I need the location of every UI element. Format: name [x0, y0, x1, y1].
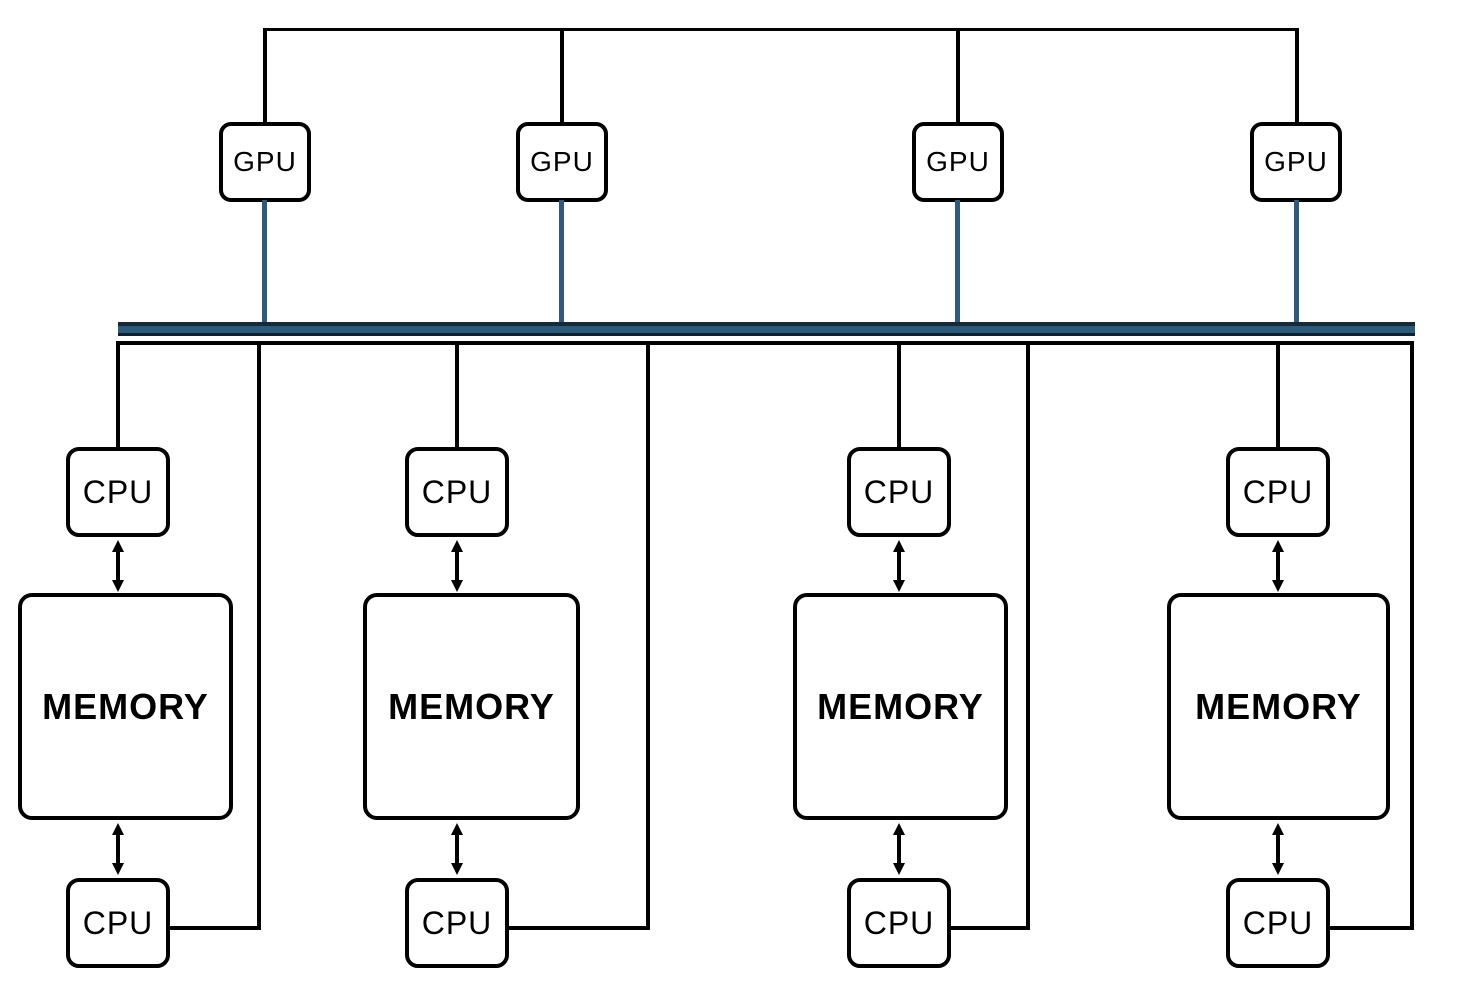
gpu-drop-line	[956, 28, 960, 123]
memory-box: MEMORY	[363, 593, 580, 820]
arrow-shaft	[897, 550, 901, 582]
arrow-head-up	[451, 823, 463, 835]
bottom-cpu-connector-line	[506, 926, 650, 930]
cpu-drop-line	[455, 341, 459, 449]
arrow-head-up	[893, 823, 905, 835]
arrow-head-up	[112, 823, 124, 835]
arrow-head-down	[451, 863, 463, 875]
bottom-cpu-connector-line	[167, 926, 261, 930]
bottom-cpu-connector-line	[948, 926, 1030, 930]
bidirectional-arrow-icon	[1270, 540, 1286, 592]
bidirectional-arrow-icon	[891, 823, 907, 875]
memory-box: MEMORY	[793, 593, 1008, 820]
gpu-box: GPU	[516, 122, 608, 202]
memory-box: MEMORY	[18, 593, 233, 820]
arrow-head-up	[1272, 823, 1284, 835]
top-cpu-box: CPU	[405, 447, 509, 537]
arrow-head-down	[112, 863, 124, 875]
bottom-cpu-riser-line	[1410, 341, 1414, 930]
arrow-shaft	[897, 833, 901, 865]
cpu-trunk-line	[117, 341, 1414, 345]
bidirectional-arrow-icon	[110, 540, 126, 592]
gpu-drop-line	[1295, 28, 1299, 123]
cpu-drop-line	[116, 341, 120, 449]
bidirectional-arrow-icon	[449, 823, 465, 875]
arrow-shaft	[1276, 833, 1280, 865]
bottom-cpu-riser-line	[646, 341, 650, 930]
bottom-cpu-riser-line	[1026, 341, 1030, 930]
arrow-head-up	[112, 540, 124, 552]
arrow-shaft	[116, 833, 120, 865]
arrow-shaft	[455, 833, 459, 865]
arrow-shaft	[1276, 550, 1280, 582]
arrow-shaft	[455, 550, 459, 582]
gpu-box: GPU	[1250, 122, 1342, 202]
gpu-box: GPU	[912, 122, 1004, 202]
bidirectional-arrow-icon	[891, 540, 907, 592]
cpu-drop-line	[897, 341, 901, 449]
gpu-drop-line	[263, 28, 267, 123]
bidirectional-arrow-icon	[449, 540, 465, 592]
bottom-cpu-box: CPU	[847, 878, 951, 968]
bidirectional-arrow-icon	[1270, 823, 1286, 875]
gpu-bus-link-line	[1294, 200, 1299, 323]
gpu-bus-link-line	[559, 200, 564, 323]
arrow-head-up	[893, 540, 905, 552]
gpu-bus-link-line	[955, 200, 960, 323]
bottom-cpu-box: CPU	[405, 878, 509, 968]
cpu-drop-line	[1276, 341, 1280, 449]
bottom-cpu-box: CPU	[1226, 878, 1330, 968]
bottom-cpu-box: CPU	[66, 878, 170, 968]
bidirectional-arrow-icon	[110, 823, 126, 875]
shared-bus-bar	[118, 322, 1415, 336]
top-cpu-box: CPU	[1226, 447, 1330, 537]
bottom-cpu-riser-line	[257, 341, 261, 930]
gpu-bus-link-line	[262, 200, 267, 323]
top-cpu-box: CPU	[847, 447, 951, 537]
arrow-head-up	[451, 540, 463, 552]
arrow-head-down	[1272, 863, 1284, 875]
arrow-head-down	[893, 580, 905, 592]
gpu-trunk-line	[263, 28, 1299, 31]
memory-box: MEMORY	[1167, 593, 1390, 820]
arrow-head-down	[112, 580, 124, 592]
gpu-drop-line	[560, 28, 564, 123]
arrow-head-down	[893, 863, 905, 875]
arrow-head-down	[1272, 580, 1284, 592]
bottom-cpu-connector-line	[1327, 926, 1414, 930]
arrow-shaft	[116, 550, 120, 582]
top-cpu-box: CPU	[66, 447, 170, 537]
arrow-head-up	[1272, 540, 1284, 552]
arrow-head-down	[451, 580, 463, 592]
gpu-box: GPU	[219, 122, 311, 202]
